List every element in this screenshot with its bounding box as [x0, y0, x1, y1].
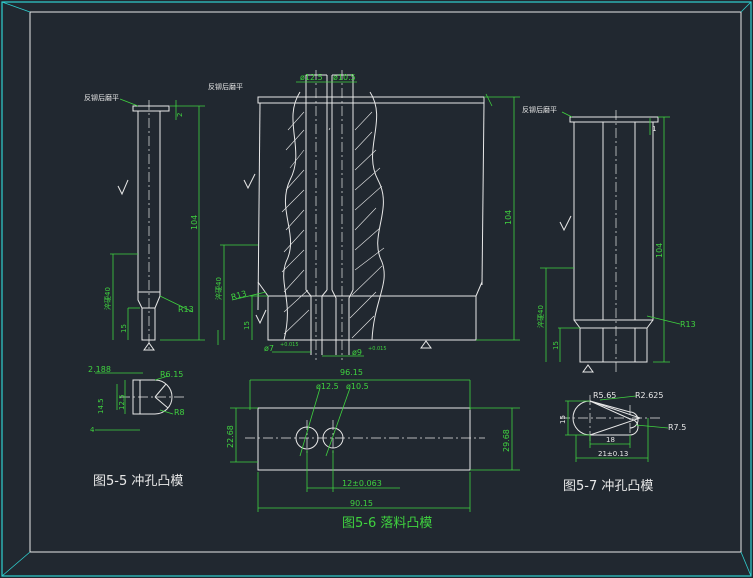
fig5-5-sec-r2: R8 [174, 408, 185, 417]
fig5-6-fit-len: 15 [243, 321, 251, 330]
fig5-6-dia9-tol: +0.015 [368, 346, 387, 352]
fig5-5-sec-h3: 4 [90, 426, 95, 434]
fig5-5-sec-r: R6.15 [160, 370, 183, 379]
fig5-5-radius: R13 [178, 305, 194, 314]
fig5-7-len2: 21±0.13 [598, 450, 628, 458]
fig5-6-plan-d2: ø10.5 [346, 382, 369, 391]
fig5-6-bottom-len: 90.15 [350, 499, 373, 508]
fig5-6-plan-d1: ø12.5 [316, 382, 339, 391]
fig5-6-dia9: ø9 [352, 348, 362, 357]
fig5-5-punch-elevation [110, 98, 205, 351]
fig5-6-plan-h: 22.68 [226, 425, 235, 448]
fig5-7-fit-len: 15 [552, 341, 560, 350]
caption-fig5-6: 图5-6 落料凸模 [342, 516, 432, 531]
fig5-7-head-dim: 1 [652, 125, 656, 133]
fig5-5-sec-w: 2.188 [88, 365, 111, 374]
fig5-7-note: 反铆后磨平 [522, 105, 557, 114]
fig5-6-plan-h2: 29.68 [502, 429, 511, 452]
fig5-6-top-len: 96.15 [340, 368, 363, 377]
fig5-5-note: 反铆后磨平 [84, 93, 119, 102]
fig5-5-height-dim: 104 [190, 215, 199, 230]
fig5-7-r2: R2.625 [635, 391, 663, 400]
fig5-5-section [95, 372, 185, 431]
fig5-7-r3: R7.5 [668, 423, 686, 432]
fig5-5-fit-dim: 淬硬40 [103, 287, 112, 310]
fig5-5-sec-h1: 14.5 [97, 398, 105, 414]
caption-fig5-7: 图5-7 冲孔凸模 [563, 479, 653, 494]
fig5-7-len1: 18 [606, 436, 615, 444]
fig5-6-note: 反铆后磨平 [208, 82, 243, 91]
fig5-7-height: 104 [655, 243, 664, 258]
fig5-6-spacing: 12±0.063 [342, 479, 382, 488]
fig5-7-punch-elevation [540, 110, 681, 373]
fig5-6-fit: 淬硬40 [214, 277, 223, 300]
fig5-6-plan [230, 379, 520, 512]
fig5-7-radius: R13 [680, 320, 696, 329]
inner-frame [29, 11, 742, 553]
fig5-5-sec-h2: 12.5 [118, 394, 126, 410]
fig5-6-d1: ø12.5 [300, 73, 323, 82]
fig5-7-section [560, 395, 669, 462]
fig5-6-dia7: ø7 [264, 344, 274, 353]
fig5-6-radius: R13 [230, 289, 248, 302]
caption-fig5-5: 图5-5 冲孔凸模 [93, 474, 183, 489]
fig5-6-d2: ø10.5 [333, 73, 356, 82]
fig5-6-elevation [217, 70, 520, 360]
fig5-7-r1: R5.65 [593, 391, 616, 400]
fig5-5-fit-len: 15 [120, 324, 128, 333]
fig5-7-fit: 淬硬40 [536, 305, 545, 328]
fig5-5-head-dim: 2 [176, 113, 184, 117]
fig5-6-height: 104 [504, 210, 513, 225]
fig5-7-h: 15 [559, 415, 567, 424]
fig5-6-dia7-tol: +0.015 [280, 342, 299, 348]
